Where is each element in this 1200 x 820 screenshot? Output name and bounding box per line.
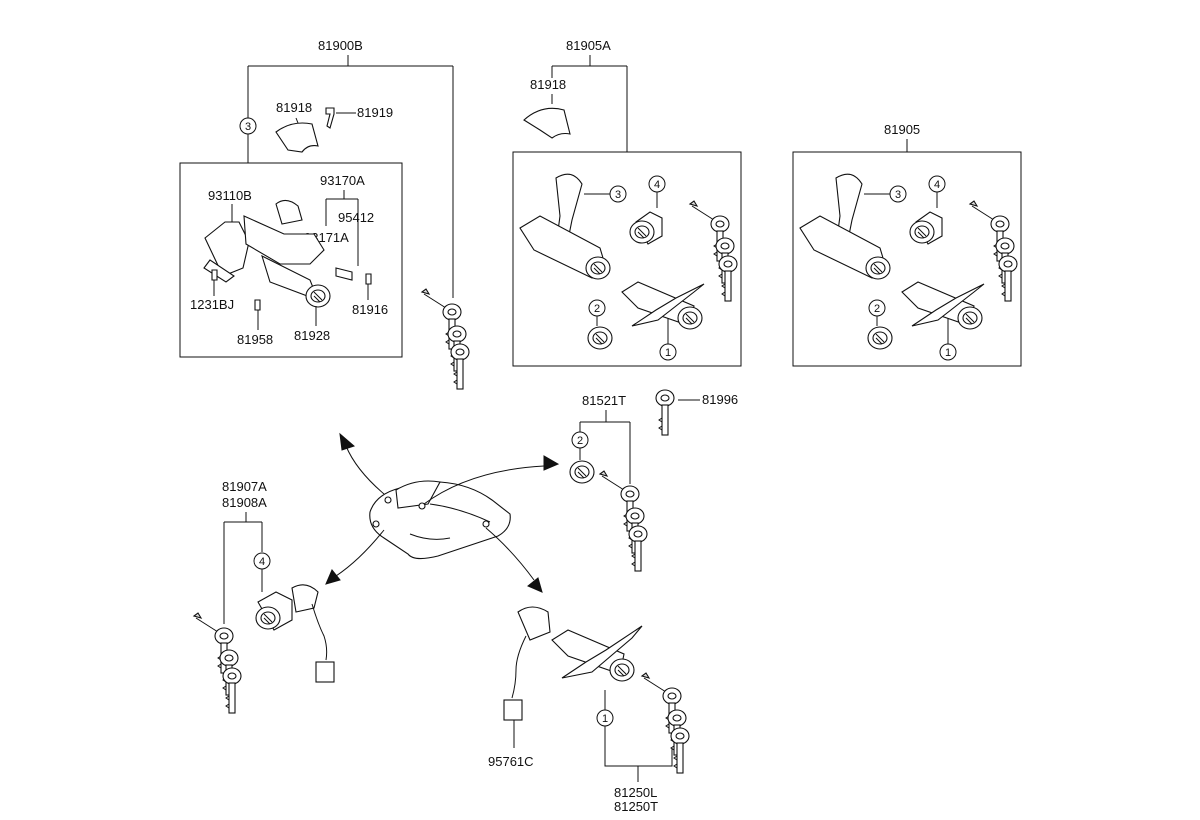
callout-3-81905 (889, 185, 907, 203)
svg-text:2: 2 (874, 303, 880, 315)
keyset-81905A (690, 201, 737, 301)
label-81250T: 81250T (614, 799, 658, 814)
label-81918-middle: 81918 (530, 77, 566, 92)
label-93170A: 93170A (320, 173, 365, 188)
label-81918-left: 81918 (276, 100, 312, 115)
svg-text:4: 4 (934, 179, 940, 191)
key-81996 (655, 389, 675, 436)
label-81908A: 81908A (222, 495, 267, 510)
label-81907A: 81907A (222, 479, 267, 494)
callout-1-81905 (939, 343, 957, 361)
connector-95761C (503, 699, 523, 721)
keyset-81900B (422, 289, 469, 389)
screw-81919 (325, 107, 335, 129)
svg-text:4: 4 (259, 556, 265, 568)
arrow-down-right (485, 527, 543, 593)
screw-1231BJ (211, 269, 218, 281)
switch-95761C (517, 606, 551, 641)
label-1231BJ: 1231BJ (190, 297, 234, 312)
keyset-81907A (194, 613, 241, 713)
label-81919: 81919 (357, 105, 393, 120)
screw-81916 (365, 273, 372, 285)
svg-text:1: 1 (945, 347, 951, 359)
callout-3-81900B-text: 3 (245, 121, 251, 133)
keyset-81250L (642, 673, 689, 773)
lock-set-81905-box (792, 151, 1022, 367)
svg-text:2: 2 (594, 303, 600, 315)
door-cyl-81905 (867, 326, 893, 350)
pin-81958 (254, 299, 261, 311)
svg-text:3: 3 (615, 189, 621, 201)
svg-text:1: 1 (602, 713, 608, 725)
svg-text:2: 2 (577, 435, 583, 447)
lock-body (243, 215, 325, 265)
label-93110B: 93110B (208, 188, 252, 203)
label-81521T: 81521T (582, 393, 626, 408)
svg-text:4: 4 (654, 179, 660, 191)
callout-3-81905A (609, 185, 627, 203)
label-81996: 81996 (702, 392, 738, 407)
cover-81918-middle (523, 107, 571, 139)
label-81900B: 81900B (318, 38, 363, 53)
label-81928: 81928 (294, 328, 330, 343)
car-illustration (369, 480, 511, 560)
cover-81918-left (275, 122, 319, 153)
label-81250L: 81250L (614, 785, 657, 800)
label-81905: 81905 (884, 122, 920, 137)
label-95412: 95412 (338, 210, 374, 225)
svg-text:3: 3 (895, 189, 901, 201)
cylinder-81928 (305, 284, 331, 308)
keyset-81905 (970, 201, 1017, 301)
arrow-right (423, 455, 560, 505)
keyset-81521T (600, 471, 647, 571)
callout-3-81900B (239, 117, 257, 135)
arrow-down-left (325, 529, 385, 585)
callout-1-81905A (659, 343, 677, 361)
connector-81908A (315, 661, 335, 683)
arrow-up-left (339, 432, 385, 495)
svg-text:1: 1 (665, 347, 671, 359)
lock-set-81905A-box (512, 151, 742, 367)
ignition-assembly-box (179, 162, 403, 358)
door-cyl-81905A (587, 326, 613, 350)
label-81916: 81916 (352, 302, 388, 317)
door-cyl-81521T (569, 460, 595, 484)
label-81905A: 81905A (566, 38, 611, 53)
label-81958: 81958 (237, 332, 273, 347)
label-95761C: 95761C (488, 754, 534, 769)
